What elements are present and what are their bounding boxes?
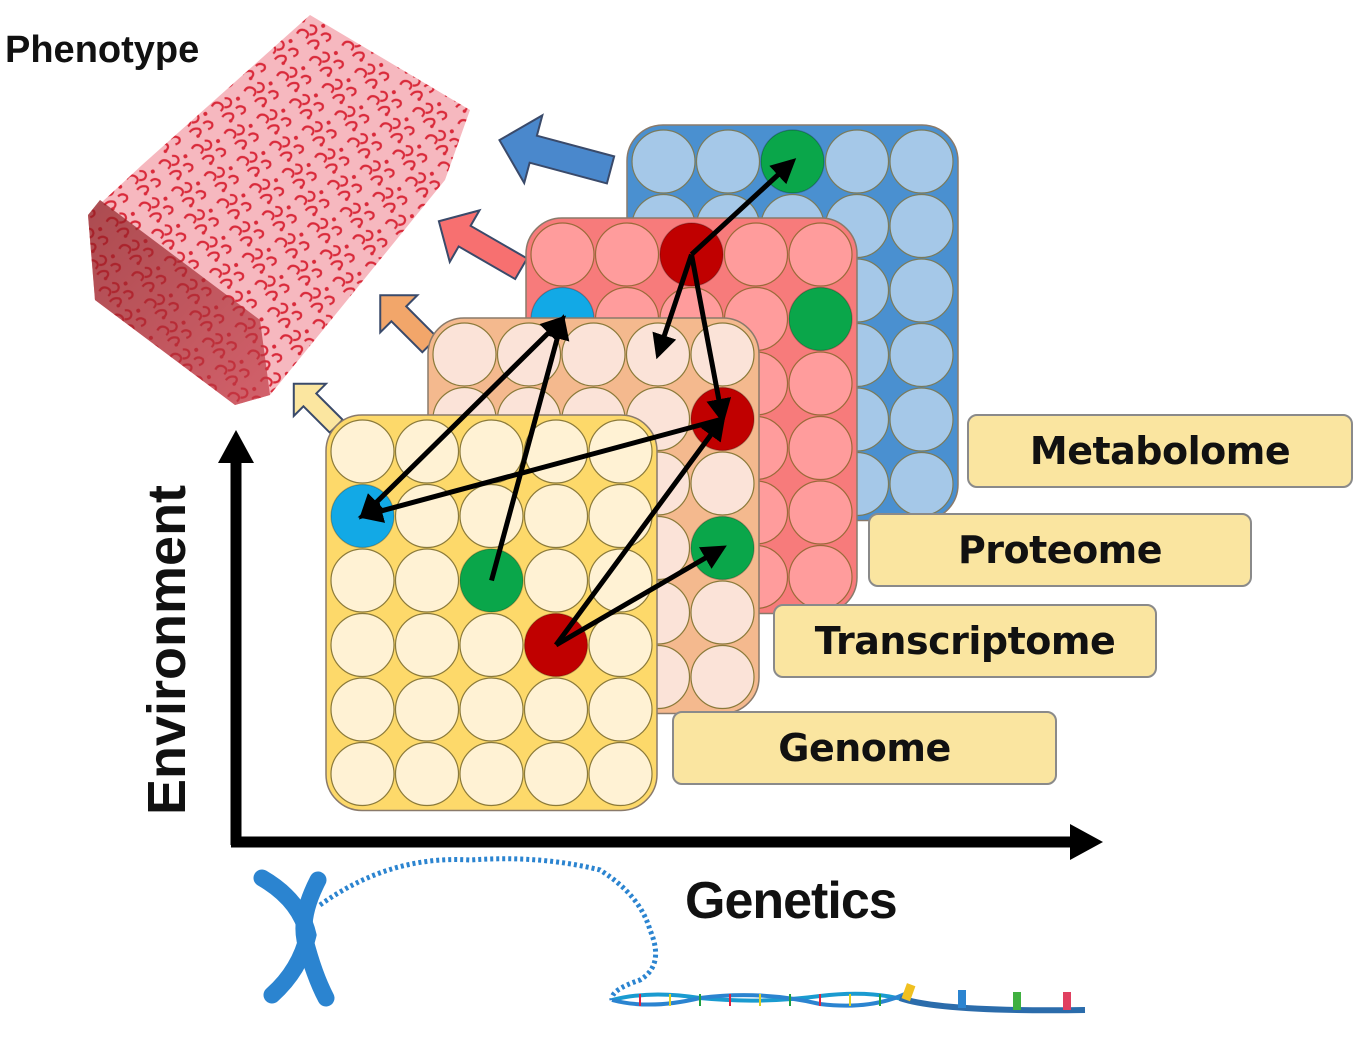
cell: [631, 129, 696, 194]
beef-phenotype-image: [88, 15, 470, 405]
interaction-arrow: [358, 315, 567, 520]
interaction-arrow: [553, 414, 726, 647]
phenotype-title: Phenotype: [5, 29, 199, 71]
cell: [459, 612, 524, 678]
cell: [824, 129, 890, 194]
interaction-arrows: [357, 158, 797, 648]
flow-arrow-metabolome: [498, 113, 616, 186]
genetics-axis: [231, 824, 1103, 860]
label-metabolome: Metabolome: [967, 414, 1353, 488]
label-genome: Genome: [672, 711, 1057, 785]
cell: [788, 351, 853, 416]
cell: [561, 322, 626, 387]
label-transcriptome: Transcriptome: [773, 604, 1157, 678]
cell: [889, 387, 954, 452]
interaction-arrow: [357, 416, 724, 523]
cell: [523, 483, 589, 549]
cell: [690, 644, 755, 710]
cell: [394, 612, 460, 678]
interaction-arrow: [689, 254, 732, 424]
cell: [889, 451, 954, 517]
cell: [330, 612, 395, 678]
cell: [723, 222, 789, 287]
environment-axis: [218, 430, 254, 845]
cell: [588, 677, 653, 742]
cell: [690, 322, 755, 387]
cell: [594, 222, 660, 287]
interaction-arrow: [652, 253, 694, 360]
cell: [588, 741, 653, 807]
cell: [330, 548, 395, 613]
cell: [459, 741, 524, 807]
cell: [523, 741, 589, 807]
cell: [588, 612, 653, 678]
environment-axis-label: Environment: [137, 485, 197, 815]
genetics-axis-label: Genetics: [685, 872, 897, 930]
cell: [523, 677, 589, 742]
flow-arrow-transcriptome: [379, 294, 439, 354]
highlighted-cell: [788, 286, 853, 352]
omics-layers: [325, 124, 959, 812]
cell: [459, 677, 524, 742]
cell: [588, 419, 653, 484]
cell: [788, 480, 853, 545]
cell: [788, 415, 853, 481]
cell: [432, 322, 497, 387]
flow-arrow-proteome: [437, 208, 529, 281]
flow-arrow-genome: [292, 382, 345, 435]
cell: [330, 677, 395, 742]
cell: [690, 580, 755, 645]
cell: [330, 419, 395, 484]
cell: [530, 222, 595, 287]
cell: [690, 451, 755, 516]
chromosome-dna-image: [253, 856, 1086, 1014]
cell: [889, 193, 954, 259]
cell: [394, 677, 460, 742]
cell: [394, 741, 460, 807]
label-proteome: Proteome: [868, 513, 1252, 587]
cell: [695, 129, 761, 194]
cell: [330, 741, 395, 807]
cell: [889, 129, 954, 194]
cell: [788, 544, 853, 610]
cell: [788, 222, 853, 287]
cell: [588, 483, 653, 549]
cell: [523, 548, 589, 613]
cell: [394, 548, 460, 613]
interaction-arrow: [554, 545, 727, 648]
cell: [889, 322, 954, 388]
interaction-arrow: [689, 158, 797, 257]
cell: [889, 258, 954, 323]
